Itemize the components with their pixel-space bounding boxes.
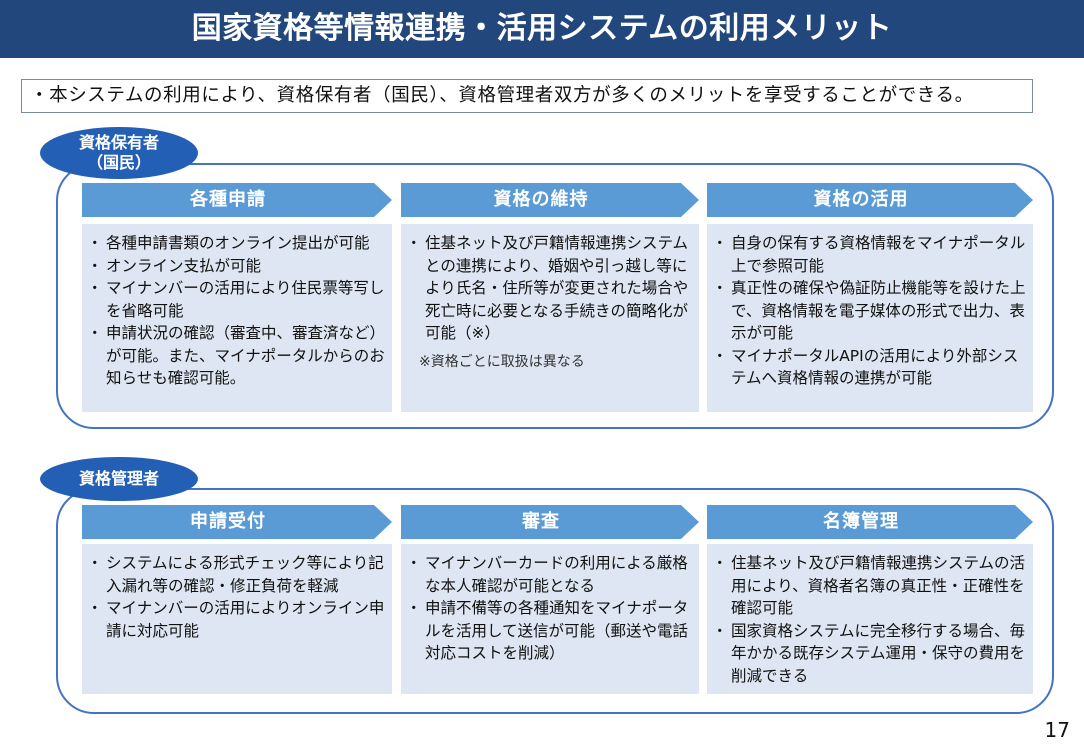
list-item: 申請不備等の各種通知をマイナポータルを活用して送信が可能（郵送や電話対応コストを…	[406, 597, 693, 665]
page-title: 国家資格等情報連携・活用システムの利用メリット	[191, 11, 893, 46]
holder-card-usage: 自身の保有する資格情報をマイナポータル上で参照可能 真正性の確保や偽証防止機能等…	[707, 224, 1033, 412]
list-item: 各種申請書類のオンライン提出が可能	[87, 232, 386, 255]
list-item: 住基ネット及び戸籍情報連携システムの活用により、資格者名簿の真正性・正確性を確認…	[712, 552, 1027, 620]
list-item: マイナポータルAPIの活用により外部システムへ資格情報の連携が可能	[712, 345, 1027, 390]
manager-column-header: 名簿管理	[707, 505, 1033, 539]
holder-column-header: 各種申請	[82, 183, 392, 217]
manager-card-intake: システムによる形式チェック等により記入漏れ等の確認・修正負荷を軽減 マイナンバー…	[82, 544, 392, 694]
holder-oval-label: 資格保有者 （国民）	[40, 127, 198, 179]
manager-oval-text: 資格管理者	[78, 469, 159, 488]
manager-card-registry: 住基ネット及び戸籍情報連携システムの活用により、資格者名簿の真正性・正確性を確認…	[707, 544, 1033, 694]
holder-card-applications: 各種申請書類のオンライン提出が可能 オンライン支払が可能 マイナンバーの活用によ…	[82, 224, 392, 412]
manager-column-header: 審査	[401, 505, 699, 539]
list-item: マイナンバーの活用により住民票等写しを省略可能	[87, 277, 386, 322]
list-item: 真正性の確保や偽証防止機能等を設けた上で、資格情報を電子媒体の形式で出力、表示が…	[712, 277, 1027, 345]
list-item: 申請状況の確認（審査中、審査済など）が可能。また、マイナポータルからのお知らせも…	[87, 322, 386, 390]
holder-oval-line2: （国民）	[86, 153, 151, 172]
page-number: 17	[1044, 718, 1070, 742]
note-text: ※資格ごとに取扱は異なる	[419, 353, 585, 370]
holder-card-maintenance: 住基ネット及び戸籍情報連携システムとの連携により、婚姻や引っ越し等により氏名・住…	[401, 224, 699, 412]
holder-column-header: 資格の維持	[401, 183, 699, 217]
list-item: 国家資格システムに完全移行する場合、毎年かかる既存システム運用・保守の費用を削減…	[712, 620, 1027, 688]
list-item: 住基ネット及び戸籍情報連携システムとの連携により、婚姻や引っ越し等により氏名・住…	[406, 232, 693, 345]
manager-oval-label: 資格管理者	[40, 457, 198, 501]
summary-box: ・本システムの利用により、資格保有者（国民）、資格管理者双方が多くのメリットを享…	[21, 79, 1033, 113]
manager-column-header: 申請受付	[82, 505, 392, 539]
holder-oval-line1: 資格保有者	[78, 133, 159, 152]
manager-card-review: マイナンバーカードの利用による厳格な本人確認が可能となる 申請不備等の各種通知を…	[401, 544, 699, 694]
list-item: マイナンバーカードの利用による厳格な本人確認が可能となる	[406, 552, 693, 597]
holder-column-header: 資格の活用	[707, 183, 1033, 217]
list-item: オンライン支払が可能	[87, 255, 386, 278]
list-item: 自身の保有する資格情報をマイナポータル上で参照可能	[712, 232, 1027, 277]
list-item: システムによる形式チェック等により記入漏れ等の確認・修正負荷を軽減	[87, 552, 386, 597]
title-bar: 国家資格等情報連携・活用システムの利用メリット	[0, 0, 1084, 58]
list-item: マイナンバーの活用によりオンライン申請に対応可能	[87, 597, 386, 642]
